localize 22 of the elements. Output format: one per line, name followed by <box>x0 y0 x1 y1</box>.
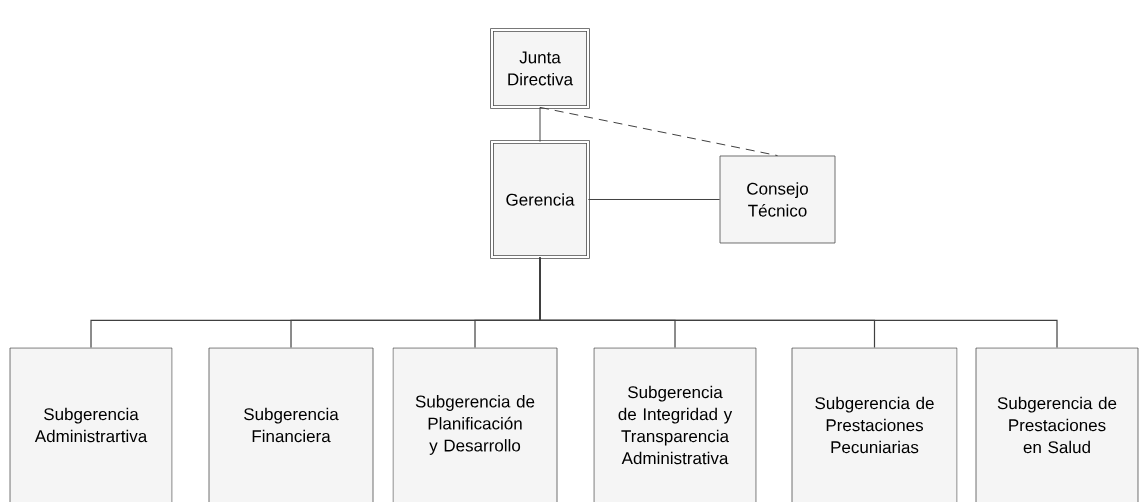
connector <box>539 106 778 157</box>
box <box>791 347 958 502</box>
box <box>490 28 590 109</box>
box-label: Subgerencia Administrartiva <box>34 407 148 443</box>
box <box>392 347 558 502</box>
box-label: Subgerencia de Prestaciones en Salud <box>997 396 1117 454</box>
connector <box>539 256 1058 349</box>
connector <box>539 106 541 143</box>
box <box>593 347 757 502</box>
box-label: Subgerencia Financiera <box>244 407 339 443</box>
box <box>719 155 836 244</box>
box <box>9 347 173 502</box>
box-label: Subgerencia de Integridad y Transparencia Administrativa <box>618 385 733 465</box>
box <box>490 140 590 259</box>
box-label: Consejo Técnico <box>747 182 808 217</box>
box <box>975 347 1139 502</box>
box-label: Subgerencia de Planificación y Desarrollo <box>415 395 535 455</box>
connector <box>587 199 721 200</box>
box <box>208 347 374 502</box>
box-label: Subgerencia de Prestaciones Pecuniarias <box>815 396 934 454</box>
box-label: Gerencia <box>506 193 575 206</box>
box-label: Junta Directiva <box>508 51 574 86</box>
